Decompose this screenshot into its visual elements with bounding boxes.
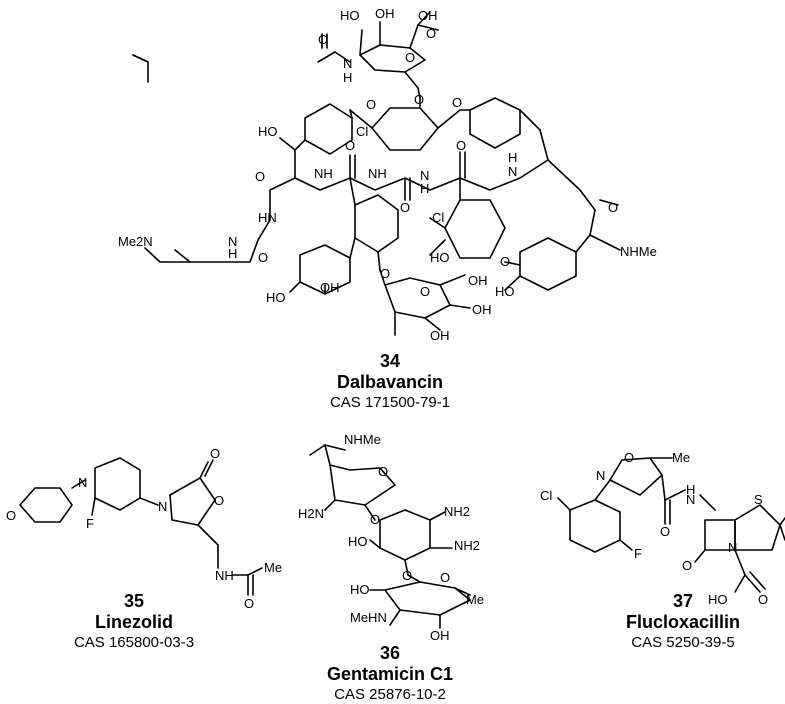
atom-label: F — [86, 516, 94, 531]
compound-caption-linezolid: 35 Linezolid CAS 165800-03-3 — [34, 591, 234, 652]
atom-label: O — [500, 254, 510, 269]
atom-label: Cl — [356, 124, 368, 139]
compound-cas: CAS 5250-39-5 — [631, 634, 735, 652]
atom-label: O — [6, 508, 16, 523]
atom-label: NHMe — [620, 244, 657, 259]
atom-label: Me — [672, 450, 690, 465]
atom-label: O — [400, 200, 410, 215]
compound-name: Linezolid — [95, 611, 173, 632]
atom-label: O — [452, 95, 462, 110]
atom-label: OH — [375, 6, 395, 21]
atom-label: O — [244, 596, 254, 611]
atom-label: O — [420, 284, 430, 299]
atom-label: H — [420, 181, 429, 196]
atom-label: O — [660, 524, 670, 539]
compound-number: 37 — [672, 591, 694, 611]
atom-label: O — [378, 464, 388, 479]
compound-name: Dalbavancin — [336, 371, 444, 392]
atom-label: O — [440, 570, 450, 585]
atom-label: NHMe — [344, 432, 381, 447]
atom-label: HO — [495, 284, 515, 299]
atom-label: N — [508, 164, 517, 179]
atom-label: MeHN — [350, 610, 387, 625]
atom-label: HO — [430, 250, 450, 265]
atom-label: Me — [466, 592, 484, 607]
atom-label: N — [78, 475, 87, 490]
atom-label: H — [686, 482, 695, 497]
compound-number: 36 — [379, 643, 401, 663]
atom-label: N — [228, 234, 237, 249]
atom-label: S — [754, 492, 763, 507]
atom-label: N — [420, 168, 429, 183]
atom-label: O — [214, 493, 224, 508]
compound-number: 35 — [123, 591, 145, 611]
compound-caption-flucloxacillin: 37 Flucloxacillin CAS 5250-39-5 — [598, 591, 768, 652]
compound-cas: CAS 171500-79-1 — [329, 394, 451, 412]
atom-label: HO — [340, 8, 360, 23]
atom-label: O — [255, 169, 265, 184]
atom-label: O — [608, 200, 618, 215]
atom-label: HO — [266, 290, 286, 305]
atom-label: OH — [472, 302, 492, 317]
atom-label: HN — [258, 210, 277, 225]
atom-label: Cl — [540, 488, 552, 503]
compound-name: Gentamicin C1 — [326, 663, 454, 684]
atom-label: HO — [350, 582, 370, 597]
compound-cas: CAS 165800-03-3 — [73, 634, 195, 652]
atom-label: O — [366, 97, 376, 112]
atom-label: OH — [468, 273, 488, 288]
atom-label: O — [380, 266, 390, 281]
atom-label: O — [370, 512, 380, 527]
atom-label: O — [258, 250, 268, 265]
atom-label: O — [402, 568, 412, 583]
atom-label: OH — [320, 280, 340, 295]
atom-label: NH2 — [444, 504, 470, 519]
gentamicin-structure — [309, 444, 471, 629]
compound-number: 34 — [379, 351, 401, 371]
flucloxacillin-structure — [557, 457, 785, 593]
atom-label: H2N — [298, 506, 324, 521]
atom-label: O — [210, 446, 220, 461]
atom-label: NH — [215, 568, 234, 583]
atom-label: NH — [368, 166, 387, 181]
compound-name: Flucloxacillin — [625, 611, 741, 632]
atom-label: O — [456, 138, 466, 153]
atom-label: HO — [258, 124, 278, 139]
atom-label: O — [318, 32, 328, 47]
atom-label: HO — [708, 592, 728, 607]
atom-label: O — [624, 450, 634, 465]
atom-label: H — [508, 150, 517, 165]
atom-label: HO — [348, 534, 368, 549]
dalbavancin-structure — [132, 11, 621, 336]
atom-label: Cl — [432, 210, 444, 225]
atom-label: NH2 — [454, 538, 480, 553]
atom-label: N — [343, 56, 352, 71]
atom-label: N — [596, 468, 605, 483]
atom-label: O — [405, 50, 415, 65]
atom-label: N — [728, 540, 737, 555]
atom-label: Me — [264, 560, 282, 575]
atom-label: OH — [418, 8, 438, 23]
atom-label: O — [426, 26, 436, 41]
atom-label: N — [686, 492, 695, 507]
atom-label: OH — [430, 628, 450, 643]
atom-label: O — [682, 558, 692, 573]
atom-label: O — [758, 592, 768, 607]
atom-label: H — [343, 70, 352, 85]
atom-label: O — [414, 92, 424, 107]
linezolid-structure — [19, 457, 263, 596]
atom-label: Me2N — [118, 234, 153, 249]
atom-label: F — [634, 546, 642, 561]
compound-caption-gentamicin: 36 Gentamicin C1 CAS 25876-10-2 — [300, 643, 480, 704]
atom-label: H — [228, 246, 237, 261]
atom-label: O — [345, 138, 355, 153]
compound-caption-dalbavancin: 34 Dalbavancin CAS 171500-79-1 — [305, 351, 475, 412]
atom-label: N — [158, 499, 167, 514]
atom-label: NH — [314, 166, 333, 181]
atom-label: OH — [430, 328, 450, 343]
compound-cas: CAS 25876-10-2 — [334, 686, 446, 704]
